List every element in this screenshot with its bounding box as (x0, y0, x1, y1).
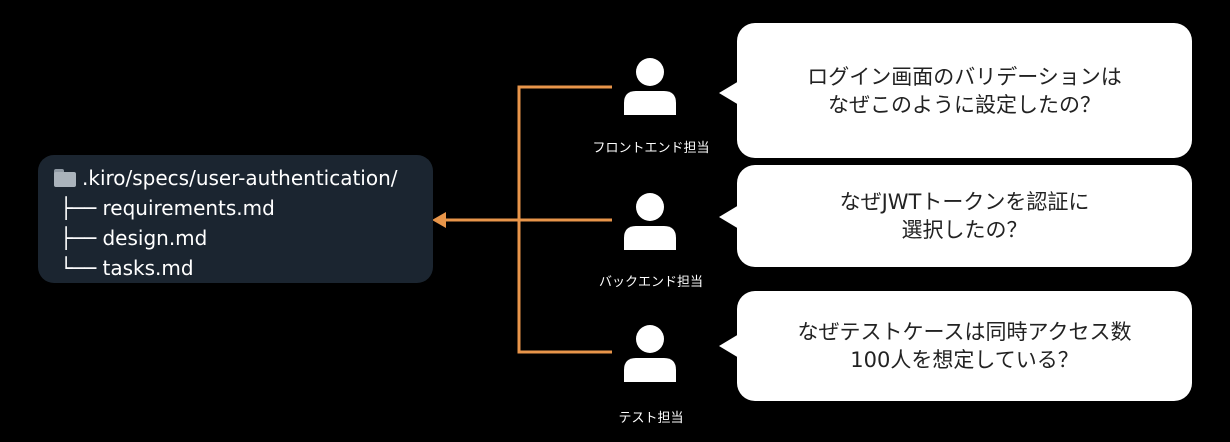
question-line: なぜJWTトークンを認証に (839, 190, 1090, 214)
file-tree-root-label: .kiro/specs/user-authentication/ (82, 166, 398, 190)
person-icon (624, 325, 676, 382)
role-label-test: テスト担当 (618, 411, 684, 426)
file-tree-root: .kiro/specs/user-authentication/ (54, 163, 433, 193)
question-line: 選択したの？ (901, 218, 1028, 242)
bubble-tail (719, 81, 739, 105)
person-icon (624, 193, 676, 250)
question-line: なぜテストケースは同時アクセス数 (797, 320, 1132, 344)
file-tree-box: .kiro/specs/user-authentication/ ├── req… (38, 155, 433, 283)
speech-bubble-test: なぜテストケースは同時アクセス数 100人を想定している？ (719, 291, 1192, 401)
role-label-frontend: フロントエンド担当 (592, 141, 710, 156)
file-tree-item: ├── requirements.md (60, 196, 275, 220)
bubble-tail (719, 205, 739, 229)
file-tree-item: └── tasks.md (60, 256, 194, 280)
speech-bubble-frontend: ログイン画面のバリデーションは なぜこのように設定したの？ (719, 23, 1192, 158)
person-icon (624, 58, 676, 115)
question-line: なぜこのように設定したの？ (828, 92, 1101, 117)
bubble-tail (719, 334, 739, 358)
arrow-head (432, 212, 446, 228)
speech-bubble-backend: なぜJWTトークンを認証に 選択したの？ (719, 165, 1192, 267)
file-tree-item: ├── design.md (60, 226, 208, 250)
role-label-backend: バックエンド担当 (598, 275, 703, 290)
folder-icon (54, 169, 76, 187)
question-line: 100人を想定している？ (850, 348, 1079, 372)
question-line: ログイン画面のバリデーションは (807, 64, 1122, 89)
